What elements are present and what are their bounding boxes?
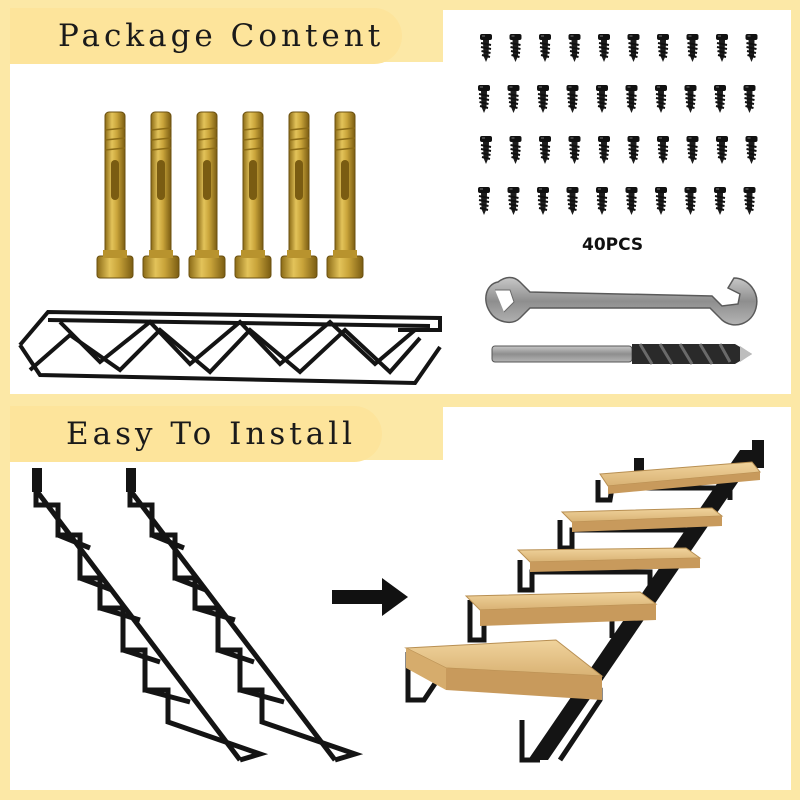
screw (713, 186, 727, 216)
screw (715, 33, 729, 63)
anchor-bolt (280, 111, 318, 279)
screw (656, 135, 670, 165)
screw (597, 33, 611, 63)
screw (626, 135, 641, 165)
stair-stringer-right (127, 472, 364, 763)
screw (654, 186, 668, 216)
screw-grid (477, 33, 759, 216)
screw (744, 33, 759, 63)
stair-stringer-left (33, 472, 269, 763)
screw (744, 135, 759, 165)
arrow-icon (332, 578, 408, 616)
screw (624, 186, 639, 216)
screw (565, 84, 580, 114)
screw (508, 135, 523, 165)
package-content-panel (10, 62, 791, 394)
screw (477, 186, 491, 216)
screw (595, 186, 609, 216)
screw (685, 33, 700, 63)
anchor-bolt (142, 111, 180, 279)
easy-to-install-heading: Easy To Install (66, 416, 357, 452)
package-content-banner: Package Content (10, 8, 402, 64)
screw (624, 84, 639, 114)
easy-to-install-banner: Easy To Install (10, 406, 382, 462)
screw (508, 33, 523, 63)
screw (567, 135, 582, 165)
screw (565, 186, 580, 216)
screw (595, 84, 609, 114)
screw (654, 84, 668, 114)
anchor-bolt-group (96, 111, 364, 279)
anchor-bolt (188, 111, 226, 279)
screw (536, 84, 550, 114)
screw (683, 186, 698, 216)
assembled-staircase (404, 440, 764, 763)
package-content-panel-top-extension (443, 10, 791, 70)
screw-count-label: 40PCS (582, 235, 644, 255)
screw (626, 33, 641, 63)
screw (597, 135, 611, 165)
anchor-bolt (234, 111, 272, 279)
drill-bit (491, 343, 752, 365)
screw (656, 33, 670, 63)
screw (742, 186, 757, 216)
screw (506, 186, 521, 216)
screw (506, 84, 521, 114)
wrench (485, 276, 758, 326)
zigzag-bracket (18, 309, 442, 386)
screw (536, 186, 550, 216)
anchor-bolt (326, 111, 364, 279)
screw (715, 135, 729, 165)
anchor-bolt (96, 111, 134, 279)
screw (477, 84, 491, 114)
screw (685, 135, 700, 165)
right-stringer-mount-tab (126, 468, 136, 492)
package-content-heading: Package Content (58, 18, 385, 54)
screw (538, 135, 552, 165)
left-stringer-mount-tab (32, 468, 42, 492)
screw (567, 33, 582, 63)
screw (742, 84, 757, 114)
screw (479, 33, 493, 63)
screw (479, 135, 493, 165)
screw (538, 33, 552, 63)
screw (713, 84, 727, 114)
installation-panel-top-extension (443, 407, 791, 467)
screw (683, 84, 698, 114)
